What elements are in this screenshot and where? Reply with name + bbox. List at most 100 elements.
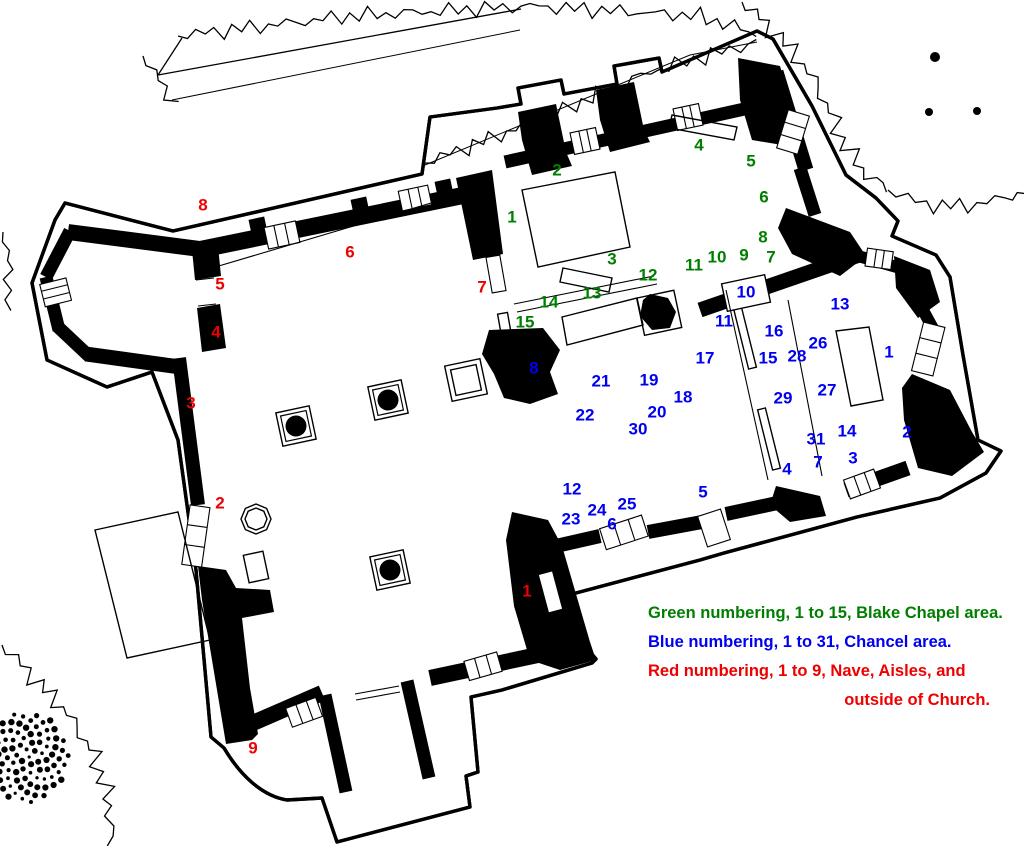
stipple-dot xyxy=(20,796,25,801)
stipple-dot xyxy=(22,724,30,731)
marker-blue-17: 17 xyxy=(695,348,715,368)
marker-green-11: 11 xyxy=(685,255,703,275)
shrub-squiggle xyxy=(142,55,179,103)
marker-green-9: 9 xyxy=(739,245,749,265)
marker-green-15: 15 xyxy=(515,312,535,332)
stipple-dot xyxy=(22,775,28,782)
stipple-dot xyxy=(42,777,47,781)
stipple-dot xyxy=(27,755,31,759)
shrub-squiggle xyxy=(1,231,14,311)
stipple-dot xyxy=(44,766,51,773)
stipple-dot xyxy=(44,727,50,733)
marker-green-5: 5 xyxy=(746,151,756,171)
stipple-dot xyxy=(10,737,16,743)
marker-red-9: 9 xyxy=(248,738,258,758)
marker-blue-23: 23 xyxy=(561,509,581,529)
marker-blue-6: 6 xyxy=(607,514,617,534)
stipple-dot xyxy=(6,768,11,773)
marker-red-7: 7 xyxy=(477,277,487,297)
stipple-dot xyxy=(51,726,58,733)
stipple-dot xyxy=(0,761,5,767)
stipple-dot xyxy=(1,746,8,753)
stipple-dot xyxy=(36,739,43,746)
stipple-dot xyxy=(0,777,4,784)
stipple-dot xyxy=(15,730,21,735)
marker-blue-15: 15 xyxy=(758,348,778,368)
marker-green-3: 3 xyxy=(607,249,617,269)
stipple-dot xyxy=(56,770,61,775)
stipple-dot xyxy=(49,775,54,779)
stipple-dot xyxy=(21,735,26,741)
pillar xyxy=(369,549,411,591)
marker-red-2: 2 xyxy=(215,493,225,513)
marker-green-1: 1 xyxy=(507,207,517,227)
window-openings xyxy=(39,102,946,728)
marker-blue-13: 13 xyxy=(830,294,850,314)
stipple-dot xyxy=(3,737,8,743)
stipple-dot xyxy=(34,784,41,791)
stipple-dot xyxy=(17,742,23,748)
stipple-dot xyxy=(33,724,39,730)
stipple-dot xyxy=(0,720,6,727)
legend-line-2: Blue numbering, 1 to 31, Chancel area. xyxy=(648,633,952,651)
nave-pillars xyxy=(275,379,411,591)
stipple-dot xyxy=(56,756,62,762)
stipple-dot xyxy=(5,793,12,800)
stipple-dot xyxy=(4,755,10,761)
stipple-dot xyxy=(13,791,17,795)
marker-green-6: 6 xyxy=(759,187,769,207)
stipple-dot xyxy=(36,766,43,773)
shrub-squiggle xyxy=(741,1,888,193)
pillar xyxy=(275,405,317,447)
stipple-dot xyxy=(52,744,59,751)
marker-green-2: 2 xyxy=(552,160,562,180)
stipple-dot xyxy=(24,789,31,796)
chancel-altar xyxy=(561,297,644,346)
blake-chapel-tomb xyxy=(521,171,631,268)
stipple-dot xyxy=(36,731,43,737)
marker-blue-11: 11 xyxy=(715,311,733,331)
stipple-dot xyxy=(35,776,39,780)
stipple-dot xyxy=(50,781,57,789)
marker-blue-12: 12 xyxy=(562,479,582,499)
stipple-dot xyxy=(8,728,14,734)
stipple-dot xyxy=(34,713,40,719)
marker-blue-18: 18 xyxy=(673,387,693,407)
marker-blue-8: 8 xyxy=(529,358,539,378)
stipple-dot xyxy=(20,766,26,772)
marker-blue-26: 26 xyxy=(808,333,828,353)
marker-blue-27: 27 xyxy=(817,380,837,400)
stipple-dot xyxy=(35,758,42,765)
marker-red-6: 6 xyxy=(345,242,355,262)
stipple-dot xyxy=(28,761,35,768)
stipple-dot xyxy=(14,752,20,758)
stipple-dot xyxy=(32,792,38,799)
stipple-dot xyxy=(40,720,46,725)
stipple-dot xyxy=(65,753,71,758)
stipple-dot xyxy=(51,762,57,769)
furnishings xyxy=(94,114,884,659)
stipple-dot xyxy=(31,748,38,754)
marker-green-12: 12 xyxy=(638,265,658,285)
marker-blue-7: 7 xyxy=(813,452,823,472)
stipple-dot xyxy=(46,736,51,741)
stipple-dot xyxy=(28,770,33,775)
marker-green-8: 8 xyxy=(758,227,768,247)
stipple-dot xyxy=(61,738,66,744)
marker-green-4: 4 xyxy=(694,135,704,155)
stipple-dot xyxy=(58,776,65,783)
shrub-squiggle xyxy=(887,189,1024,216)
stipple-dot xyxy=(8,718,15,726)
tree-dot xyxy=(973,107,981,115)
stipple-dot xyxy=(28,739,36,746)
pillar xyxy=(367,379,409,421)
stipple-dot xyxy=(0,728,6,735)
marker-blue-16: 16 xyxy=(764,321,784,341)
stipple-dot xyxy=(20,714,26,719)
stipple-dot xyxy=(18,757,26,765)
font-outline xyxy=(240,503,272,535)
stipple-dot xyxy=(59,747,65,754)
